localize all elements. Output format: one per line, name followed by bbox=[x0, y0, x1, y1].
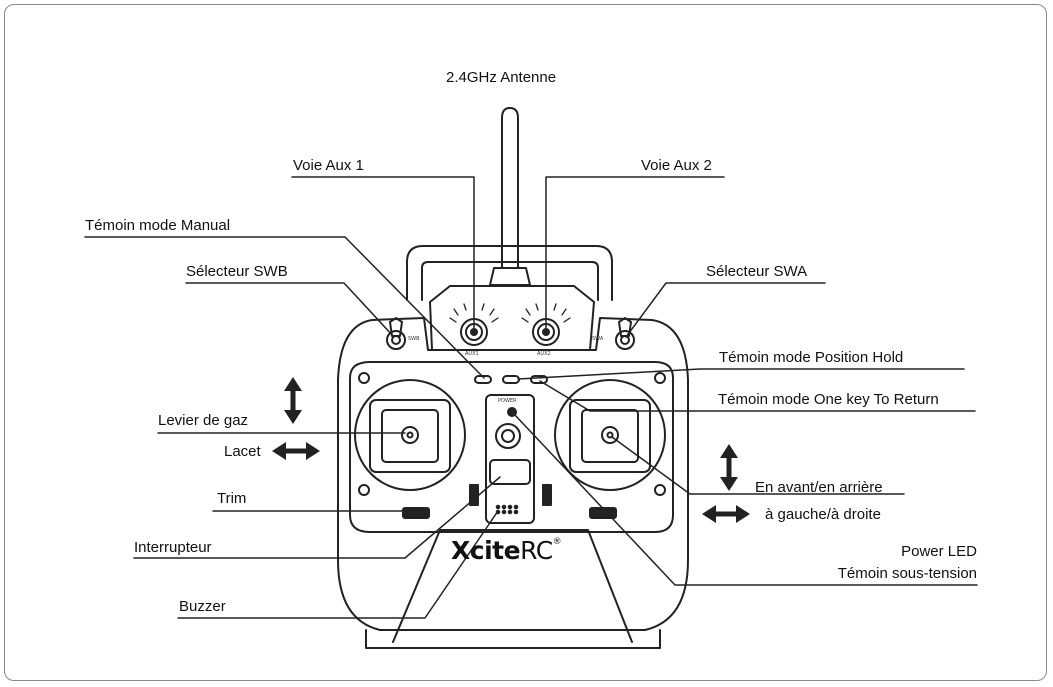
label-aux1: Voie Aux 1 bbox=[293, 157, 364, 174]
label-switch: Interrupteur bbox=[134, 539, 212, 556]
swb-toggle bbox=[386, 317, 406, 350]
label-swa: Sélecteur SWA bbox=[706, 263, 808, 280]
label-manual-led: Témoin mode Manual bbox=[85, 217, 231, 234]
carry-handle bbox=[406, 245, 613, 301]
label-power-led-fr: Témoin sous-tension bbox=[837, 565, 977, 582]
label-aux2: Voie Aux 2 bbox=[641, 157, 712, 174]
label-roll: à gauche/à droite bbox=[765, 506, 881, 523]
yaw-arrow-icon bbox=[272, 442, 320, 460]
transmitter-body bbox=[337, 317, 689, 631]
power-label: POWER bbox=[498, 398, 517, 404]
pitch-arrow-icon bbox=[720, 444, 738, 491]
roll-arrow-icon bbox=[702, 505, 750, 523]
label-power-led-en: Power LED bbox=[901, 543, 977, 560]
label-return-led: Témoin mode One key To Return bbox=[718, 391, 939, 408]
knob-label-aux1: AUX1 bbox=[465, 351, 479, 357]
throttle-arrow-icon bbox=[284, 377, 302, 424]
label-position-hold-led: Témoin mode Position Hold bbox=[719, 349, 904, 366]
label-antenna: 2.4GHz Antenne bbox=[446, 69, 557, 86]
switch-label-swb: SWB bbox=[408, 336, 420, 342]
label-throttle: Levier de gaz bbox=[158, 412, 249, 429]
antenna bbox=[489, 107, 531, 286]
knob-label-aux2: AUX2 bbox=[537, 351, 551, 357]
switch-label-swa: SWA bbox=[592, 336, 604, 342]
diagram-frame bbox=[4, 4, 1047, 681]
brand-logo: XciteRC® bbox=[451, 536, 562, 565]
transmitter-stand bbox=[365, 529, 661, 649]
label-pitch: En avant/en arrière bbox=[755, 479, 883, 496]
label-trim: Trim bbox=[217, 490, 247, 507]
label-buzzer: Buzzer bbox=[179, 598, 226, 615]
left-gimbal bbox=[354, 379, 466, 491]
label-yaw: Lacet bbox=[224, 443, 261, 460]
right-gimbal bbox=[554, 379, 666, 491]
leader-lines bbox=[84, 176, 978, 619]
swa-toggle bbox=[615, 317, 635, 350]
label-swb: Sélecteur SWB bbox=[186, 263, 288, 280]
